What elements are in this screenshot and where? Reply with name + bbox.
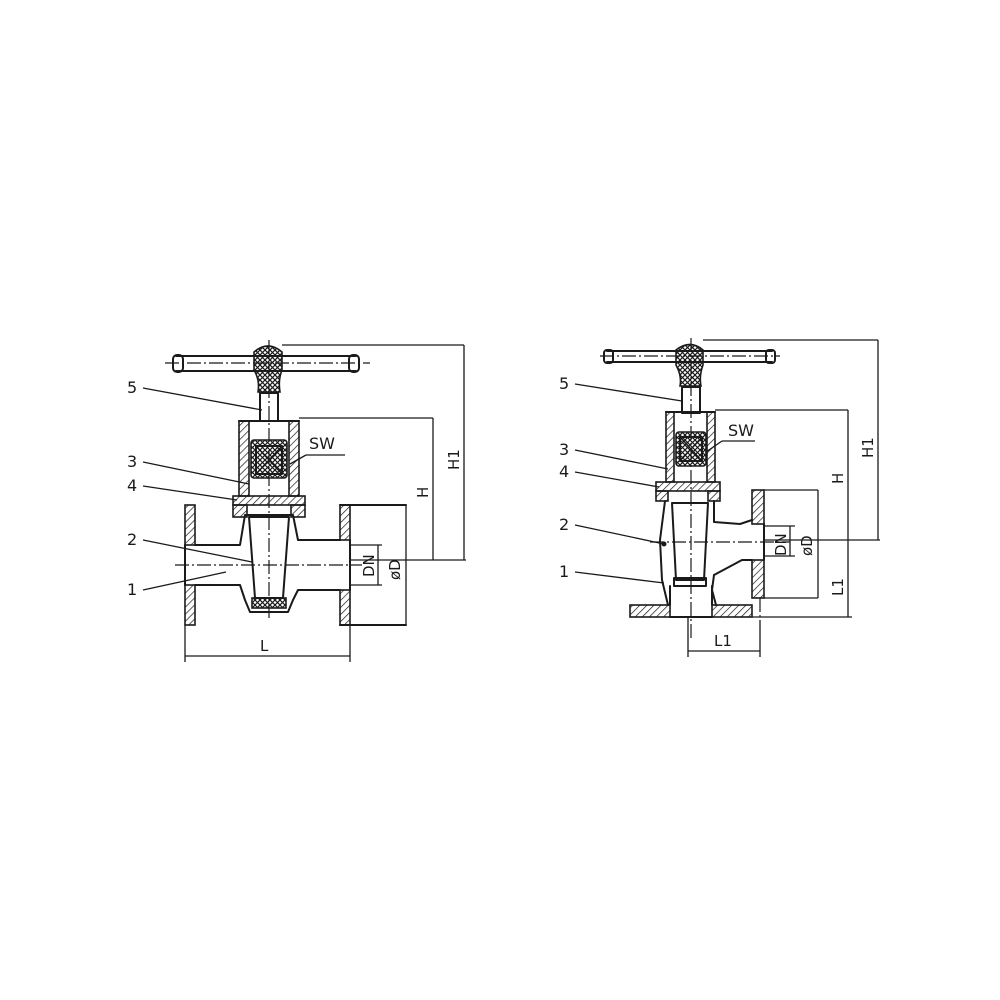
- left-dim-dn: DN: [360, 554, 378, 577]
- right-dim-l1: L1: [714, 632, 732, 650]
- right-body: [629, 489, 790, 620]
- right-callout-3: 3: [559, 440, 569, 459]
- left-callout-2: 2: [127, 530, 137, 549]
- left-handle: [165, 345, 370, 393]
- left-bonnet: [232, 420, 306, 518]
- right-dim-dn: DN: [772, 533, 790, 556]
- left-callout-3: 3: [127, 452, 137, 471]
- left-dim-h: H: [414, 487, 432, 498]
- left-callout-5: 5: [127, 378, 137, 397]
- right-bonnet: [655, 411, 721, 502]
- left-dimensions: [184, 344, 466, 662]
- right-sw-label: SW: [728, 421, 754, 440]
- right-dim-h1: H1: [859, 437, 877, 458]
- right-dim-l1-vertical: L1: [829, 578, 847, 596]
- right-callout-4: 4: [559, 462, 569, 481]
- left-valve-view: 5 3 4 2 1 SW H H1 DN øD L: [127, 340, 466, 662]
- left-dim-l: L: [260, 637, 269, 655]
- right-callout-2: 2: [559, 515, 569, 534]
- left-dim-d: øD: [386, 559, 404, 580]
- left-body: [175, 504, 407, 626]
- right-callout-5: 5: [559, 374, 569, 393]
- right-valve-view: 5 3 4 2 1 SW H H1 DN øD L1 L1: [559, 338, 880, 657]
- right-handle: [600, 343, 780, 387]
- left-sw-label: SW: [309, 434, 335, 453]
- right-dim-h: H: [829, 473, 847, 484]
- right-callout-1: 1: [559, 562, 569, 581]
- right-dimensions: [687, 339, 880, 657]
- left-callout-1: 1: [127, 580, 137, 599]
- left-callout-4: 4: [127, 476, 137, 495]
- right-dim-d: øD: [798, 535, 816, 556]
- left-dim-h1: H1: [445, 449, 463, 470]
- right-leaders: [574, 383, 723, 584]
- left-leaders: [142, 387, 307, 591]
